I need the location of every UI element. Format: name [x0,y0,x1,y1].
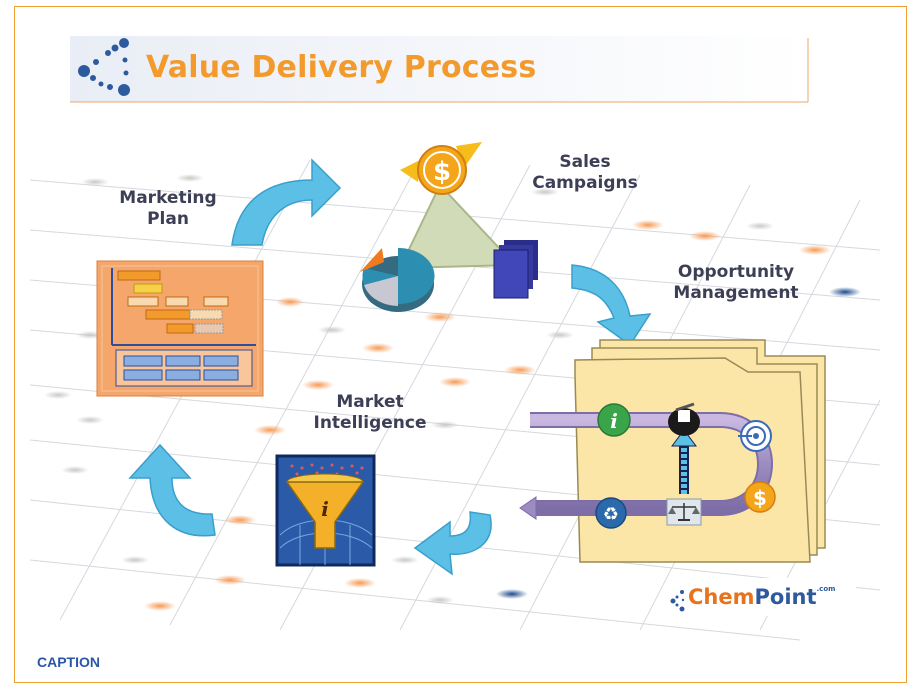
arrow-opportunity-to-intelligence-icon [413,511,492,576]
arrow-intelligence-to-marketing-icon [128,443,216,537]
label-opportunity-management: Opportunity Management [660,262,812,304]
dollar-icon: $ [744,481,776,513]
label-opportunity-management-line1: Opportunity [677,262,795,282]
svg-text:♻: ♻ [603,504,619,525]
process-pipe [519,412,773,520]
info-icon: i [597,403,631,437]
page-title: Value Delivery Process [146,50,537,85]
arrow-sales-to-opportunity-icon [571,264,652,347]
sales-triangle [398,183,518,270]
logo-part-point: Point [754,585,817,609]
logo-suffix: .com [816,585,836,593]
logo-part-chem: Chem [688,585,755,609]
label-sales-campaigns-line1: Sales [559,152,611,172]
svg-text:$: $ [433,157,451,187]
dollar-coin-icon: $ [400,142,482,195]
label-marketing-plan-line2: Plan [147,209,189,229]
label-market-intelligence: Market Intelligence [306,392,434,434]
pie-chart-icon [360,247,435,312]
funnel-info-icon: i [275,454,376,567]
label-sales-campaigns-line2: Campaigns [532,173,638,193]
chempoint-logo: ChemPoint.com [688,585,835,609]
target-icon [738,420,772,452]
label-sales-campaigns: Sales Campaigns [530,152,640,194]
gantt-chart-icon [96,260,264,397]
recycle-icon: ♻ [595,497,627,529]
label-opportunity-management-line2: Management [673,283,799,303]
label-marketing-plan: Marketing Plan [113,188,223,230]
mortar-pestle-icon [668,402,700,436]
label-market-intelligence-line2: Intelligence [313,413,427,433]
label-market-intelligence-line1: Market [336,392,404,412]
svg-text:$: $ [753,486,767,510]
caption: CAPTION [37,654,100,670]
stacked-documents-icon [493,240,538,299]
folder-icon [574,339,826,563]
svg-text:i: i [321,497,329,521]
logo-dots-icon [78,38,130,96]
arrow-marketing-to-sales-icon [231,158,342,246]
scales-icon [666,498,702,526]
chempoint-logo-icon [668,578,856,616]
svg-text:i: i [610,409,618,433]
title-bar [70,36,809,103]
label-marketing-plan-line1: Marketing [119,188,217,208]
